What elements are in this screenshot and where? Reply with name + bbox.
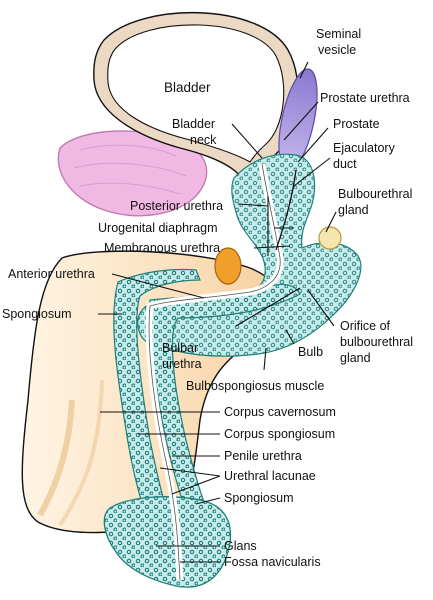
label-orifice-line2: bulbourethral [340,335,413,349]
label-bladder-neck-line1: Bladder [172,117,215,131]
label-bulb: Bulb [298,345,323,359]
label-anterior-urethra: Anterior urethra [8,267,95,281]
label-prostate: Prostate [333,117,380,131]
labels: Bladder Seminal vesicle Prostate urethra… [2,27,413,569]
label-ejaculatory-duct-line2: duct [333,157,357,171]
label-bladder: Bladder [164,80,211,95]
orange-gland-shape [214,247,242,285]
label-spongiosum-lower: Spongiosum [224,491,294,505]
label-bulbar-urethra-line2: urethra [162,357,202,371]
label-spongiosum-upper: Spongiosum [2,307,72,321]
label-seminal-vesicle-line2: vesicle [318,43,356,57]
label-corpus-spongiosum: Corpus spongiosum [224,427,335,441]
label-posterior-urethra: Posterior urethra [130,199,223,213]
leader-lines [98,61,337,563]
label-bladder-neck-line2: neck [190,133,217,147]
label-bulbospongiosus-muscle: Bulbospongiosus muscle [186,379,324,393]
label-fossa-navicularis: Fossa navicularis [224,555,321,569]
glans-shape [103,496,232,588]
label-urogenital-diaphragm: Urogenital diaphragm [98,221,218,235]
label-glans: Glans [224,539,257,553]
label-penile-urethra: Penile urethra [224,449,302,463]
label-bulbourethral-gland-line2: gland [338,203,369,217]
bladder-shape [93,12,299,177]
bulbourethral-gland-shape [318,226,342,250]
urethra-outline [148,163,281,581]
label-urethral-lacunae: Urethral lacunae [224,469,316,483]
label-membranous-urethra: Membranous urethra [104,241,220,255]
label-bulbar-urethra-line1: Bulbar [162,341,198,355]
ejaculatory-duct [275,169,297,251]
label-prostate-urethra: Prostate urethra [320,91,410,105]
label-corpus-cavernosum: Corpus cavernosum [224,405,336,419]
pubic-bone-shape [57,130,208,217]
label-ejaculatory-duct-line1: Ejaculatory [333,141,396,155]
label-orifice-line3: gland [340,351,371,365]
label-bulbourethral-gland-line1: Bulbourethral [338,187,412,201]
label-orifice-line1: Orifice of [340,319,391,333]
label-seminal-vesicle-line1: Seminal [316,27,361,41]
